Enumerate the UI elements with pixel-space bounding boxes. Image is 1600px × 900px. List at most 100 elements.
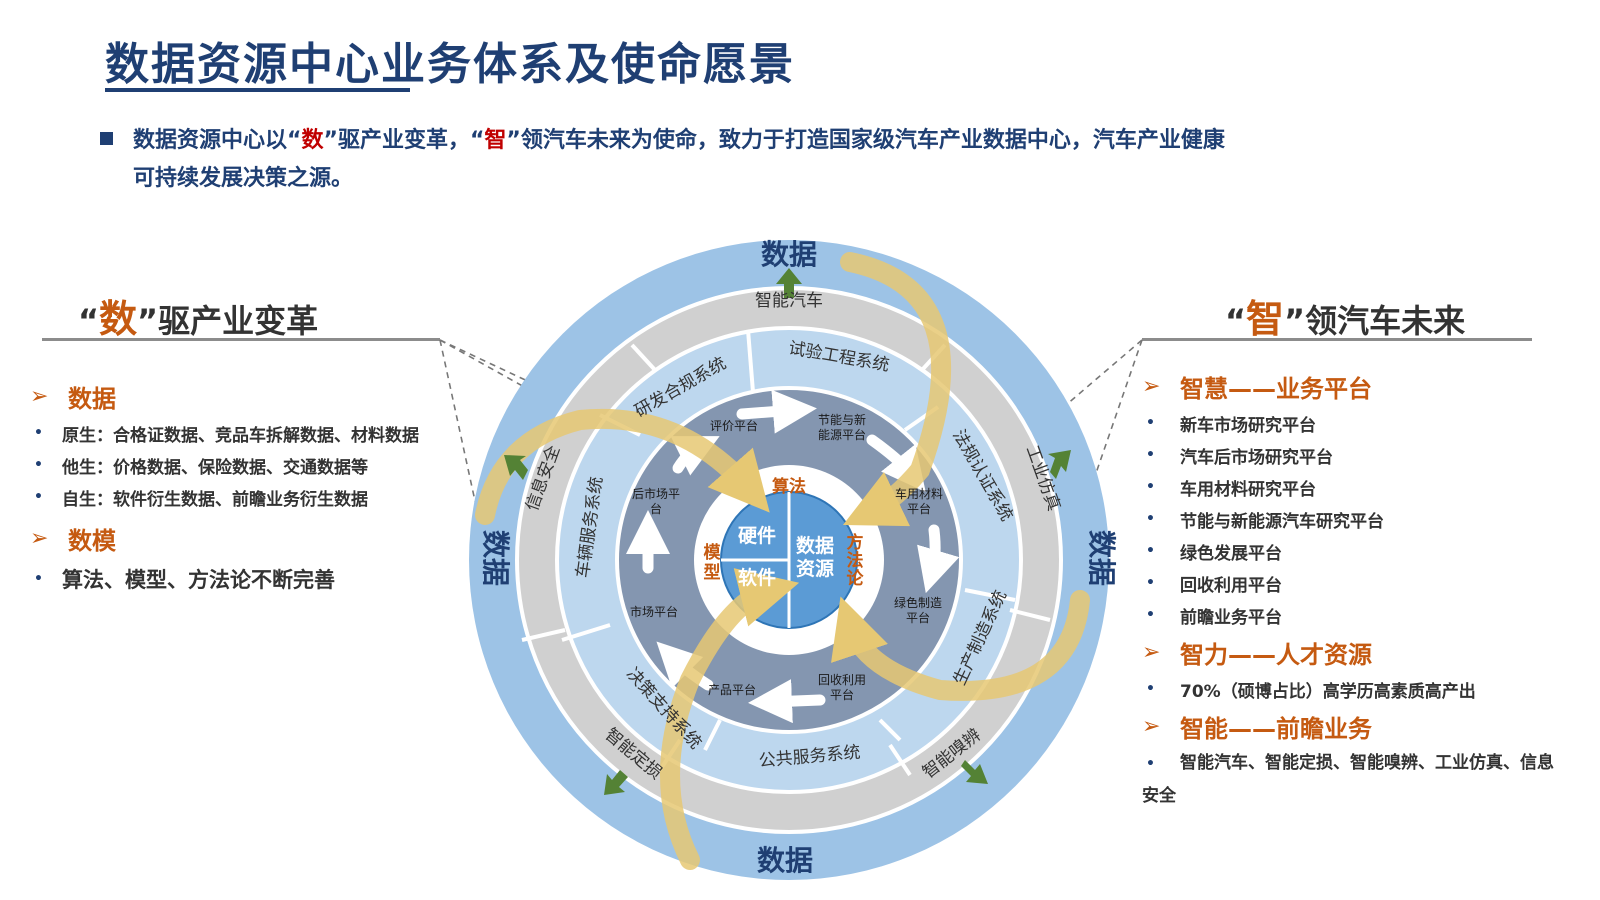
list-item: • 原生：合格证数据、竞品车拆解数据、材料数据 xyxy=(30,417,470,449)
core-label-hardware: 硬件 xyxy=(738,524,776,547)
methods-ring xyxy=(694,465,884,655)
outer-data-ring xyxy=(469,240,1109,880)
list-item-label: 前瞻业务平台 xyxy=(1180,607,1282,628)
dot-bullet-icon: • xyxy=(1146,479,1155,495)
connector-dot xyxy=(950,498,960,508)
right-title-rest: ”领汽车未来 xyxy=(1284,302,1466,340)
data-label-top: 数据 xyxy=(761,238,817,271)
list-item-label: 回收利用平台 xyxy=(1180,575,1282,596)
dot-bullet-icon: • xyxy=(1146,575,1155,591)
arrow-bullet-icon: ➢ xyxy=(1142,373,1161,399)
list-item: • 回收利用平台 xyxy=(1142,567,1562,599)
intro-text-3: ”领汽车未来为使命，致力于打造国家级汽车产业数据中心，汽车产业健康 xyxy=(506,128,1225,153)
gray-ring-label: 工业仿真 xyxy=(1022,443,1064,514)
dot-bullet-icon: • xyxy=(1146,415,1155,431)
dot-bullet-icon: • xyxy=(1146,607,1155,623)
system-label: 生产制造系统 xyxy=(950,587,1011,688)
platforms-ring xyxy=(615,386,963,734)
systems-ring-labels: 试验工程系统 法规认证系统 生产制造系统 公共服务系统 决策支持系统 车辆服务系… xyxy=(573,338,1016,771)
connector-lines xyxy=(439,339,1143,561)
platform-labels: 评价平台 节能与新能源平台 车用材料平台 绿色制造平台 回收利用平台 产品平台 … xyxy=(630,412,943,702)
right-heading-label: 智能——前瞻业务 xyxy=(1180,714,1372,743)
right-section-title: “智”领汽车未来 xyxy=(1225,288,1465,343)
core-labels: 硬件 软件 数据资源 xyxy=(738,524,834,589)
data-label-right: 数据 xyxy=(1085,530,1118,586)
platform-label: 后市场平台 xyxy=(632,486,680,516)
platform-cycle-arrows xyxy=(626,389,960,724)
intro-highlight-1: 数 xyxy=(301,128,324,153)
method-labels: 算法 方法论 模型 xyxy=(704,476,865,589)
gray-ring-labels: 智能汽车 工业仿真 智能嗅辨 智能定损 信息安全 xyxy=(522,291,1063,784)
ring-separators xyxy=(521,329,1051,777)
list-item-label: 自生：软件衍生数据、前瞻业务衍生数据 xyxy=(62,489,368,510)
intro-paragraph: 数据资源中心以“数”驱产业变革，“智”领汽车未来为使命，致力于打造国家级汽车产业… xyxy=(100,122,1500,198)
dot-bullet-icon: • xyxy=(1146,447,1155,463)
method-label-algorithm: 算法 xyxy=(771,476,806,497)
right-title-quote: “ xyxy=(1225,302,1247,340)
list-item: •智能汽车、智能定损、智能嗅辨、工业仿真、信息安全 xyxy=(1142,747,1562,812)
down-left-arrow-icon xyxy=(604,770,628,795)
arrow-bullet-icon: ➢ xyxy=(30,525,49,551)
right-heading-intelligence: ➢ 智能——前瞻业务 xyxy=(1142,705,1562,747)
system-label: 决策支持系统 xyxy=(622,664,705,753)
list-item: •70%（硕博占比）高学历高素质高产出 xyxy=(1142,673,1562,705)
list-item: • 自生：软件衍生数据、前瞻业务衍生数据 xyxy=(30,481,470,513)
dot-bullet-icon: • xyxy=(34,489,43,505)
list-item: • 汽车后市场研究平台 xyxy=(1142,439,1562,471)
data-label-bottom: 数据 xyxy=(757,844,813,877)
intro-text-line2: 可持续发展决策之源。 xyxy=(133,166,354,191)
left-heading-data: ➢数据 xyxy=(30,375,470,417)
list-item-label: 新车市场研究平台 xyxy=(1180,415,1316,436)
connector-dot xyxy=(475,519,485,529)
gold-swoosh-arrows xyxy=(475,252,1090,870)
system-label: 研发合规系统 xyxy=(631,354,729,422)
intro-highlight-2: 智 xyxy=(484,128,507,153)
dot-bullet-icon: • xyxy=(34,571,43,587)
arrow-bullet-icon: ➢ xyxy=(1142,713,1161,739)
outer-data-labels: 数据 数据 数据 数据 xyxy=(479,238,1118,877)
dot-bullet-icon: • xyxy=(1146,543,1155,559)
up-left-arrow-icon xyxy=(504,455,528,480)
system-label: 法规认证系统 xyxy=(948,426,1016,524)
dot-bullet-icon: • xyxy=(34,425,43,441)
intro-text-1: 数据资源中心以“ xyxy=(133,128,302,153)
system-label: 公共服务系统 xyxy=(758,743,861,772)
data-label-left: 数据 xyxy=(479,530,512,586)
list-item: • 前瞻业务平台 xyxy=(1142,599,1562,631)
arrow-bullet-icon: ➢ xyxy=(30,383,49,409)
list-item: •他生：价格数据、保险数据、交通数据等 xyxy=(30,449,470,481)
page-title: 数据资源中心业务体系及使命愿景 xyxy=(105,39,795,90)
platform-label: 绿色制造平台 xyxy=(894,595,942,625)
method-label-methodology: 方法论 xyxy=(847,532,865,589)
platform-label: 市场平台 xyxy=(630,604,678,619)
list-item-label: 他生：价格数据、保险数据、交通数据等 xyxy=(62,457,368,478)
system-label: 车辆服务系统 xyxy=(573,475,607,579)
list-item: •算法、模型、方法论不断完善 xyxy=(30,559,470,599)
gray-ring-label: 智能汽车 xyxy=(755,291,823,311)
platform-label: 车用材料平台 xyxy=(895,486,943,516)
right-heading-label: 智慧——业务平台 xyxy=(1180,374,1372,403)
list-item-label: 车用材料研究平台 xyxy=(1180,479,1316,500)
platform-label: 节能与新能源平台 xyxy=(818,412,866,442)
gray-ring-label: 智能嗅辨 xyxy=(919,725,985,783)
left-heading-model: ➢数模 xyxy=(30,517,470,559)
right-heading-talent: ➢智力——人才资源 xyxy=(1142,631,1562,673)
dot-bullet-icon: • xyxy=(1146,511,1155,527)
list-item-label: 汽车后市场研究平台 xyxy=(1180,447,1333,468)
arrow-bullet-icon: ➢ xyxy=(1142,639,1161,665)
left-list: ➢数据 •原生：合格证数据、竞品车拆解数据、材料数据 •他生：价格数据、保险数据… xyxy=(30,375,470,599)
right-heading-wisdom: ➢ 智慧——业务平台 xyxy=(1142,365,1562,407)
list-item-label: 原生：合格证数据、竞品车拆解数据、材料数据 xyxy=(62,425,419,446)
right-list: ➢ 智慧——业务平台 • 新车市场研究平台 • 汽车后市场研究平台 • 车用材料研究平台… xyxy=(1142,365,1562,812)
gray-ring-label: 智能定损 xyxy=(601,725,666,784)
list-item-label: 智能汽车、智能定损、智能嗅辨、工业仿真、信息安全 xyxy=(1142,753,1554,806)
core-label-software: 软件 xyxy=(738,566,776,589)
gray-ring-label: 信息安全 xyxy=(522,443,564,514)
platform-label: 评价平台 xyxy=(710,418,758,433)
system-label: 试验工程系统 xyxy=(787,338,891,375)
left-title-big: 数 xyxy=(99,297,138,341)
green-arrows xyxy=(504,268,1071,795)
down-right-arrow-icon xyxy=(961,760,988,784)
connector-dot xyxy=(1061,555,1071,565)
up-right-arrow-icon xyxy=(1048,450,1071,479)
